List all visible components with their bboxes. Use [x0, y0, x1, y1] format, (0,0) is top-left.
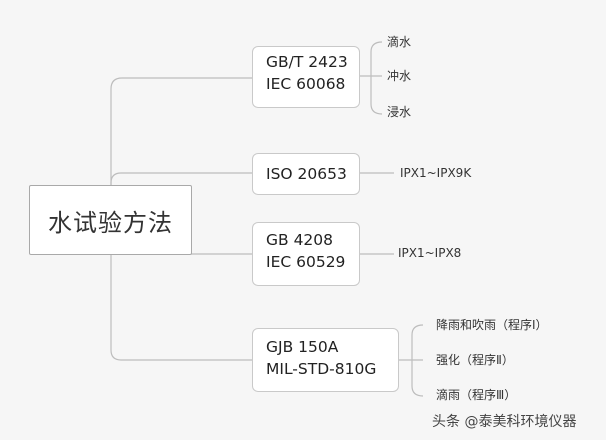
root-label: 水试验方法	[48, 208, 173, 237]
branch-node-gb4208: GB 4208 IEC 60529	[252, 222, 360, 286]
leaf-label: IPX1~IPX9K	[400, 166, 472, 180]
leaf-label: 滴水	[387, 35, 412, 49]
branch-node-gbt2423: GB/T 2423 IEC 60068	[252, 46, 360, 108]
branch-line: MIL-STD-810G	[266, 360, 377, 378]
branch-line: GB/T 2423	[266, 53, 348, 71]
watermark: 头条 @泰美科环境仪器	[432, 414, 577, 430]
branch-line: IEC 60529	[266, 253, 346, 271]
root-connector-bottom	[110, 255, 252, 361]
branch-node-gjb150a: GJB 150A MIL-STD-810G	[252, 328, 399, 392]
root-node: 水试验方法	[29, 185, 192, 255]
leaf-label: IPX1~IPX8	[398, 246, 462, 260]
leaf-label: 降雨和吹雨（程序Ⅰ）	[436, 318, 548, 332]
root-connector-top	[110, 77, 252, 185]
leaf-label: 强化（程序Ⅱ）	[436, 353, 514, 367]
branch-line: GB 4208	[266, 231, 334, 249]
leaf-label: 滴雨（程序Ⅲ）	[436, 388, 517, 402]
branch4-bracket	[399, 324, 424, 397]
branch-line: ISO 20653	[266, 165, 347, 183]
branch-node-iso20653: ISO 20653	[252, 153, 360, 195]
branch-line: GJB 150A	[266, 338, 339, 356]
leaf-label: 浸水	[387, 105, 412, 119]
leaf-label: 冲水	[387, 69, 412, 83]
root-connector-iso	[110, 172, 252, 185]
branch1-bracket	[360, 41, 383, 115]
branch-line: IEC 60068	[266, 75, 346, 93]
